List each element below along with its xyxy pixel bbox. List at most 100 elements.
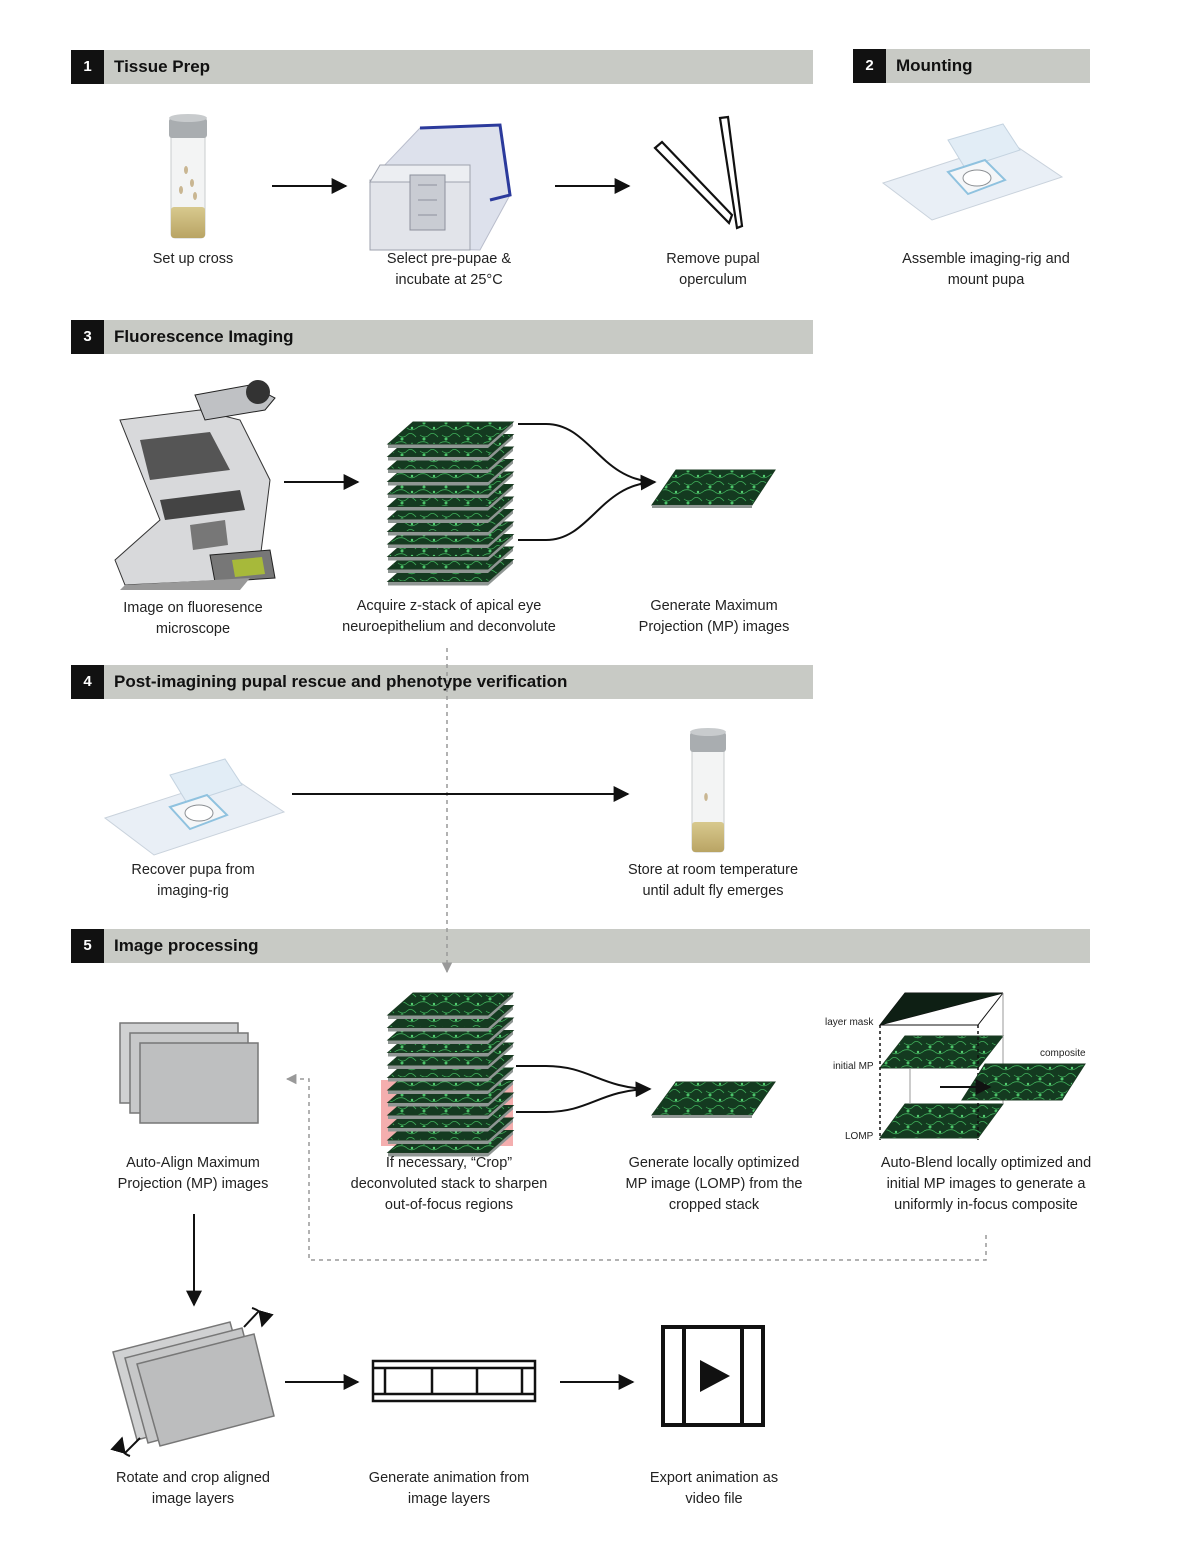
section-number: 3	[71, 320, 104, 354]
caption-line: initial MP images to generate a	[886, 1176, 1086, 1192]
section-title: Post-imagining pupal rescue and phenotyp…	[114, 672, 568, 691]
microscope-icon	[114, 380, 276, 590]
dashed-feedback-arrow	[285, 1073, 987, 1261]
caption-line: If necessary, “Crop”	[385, 1155, 513, 1171]
caption-line: cropped stack	[668, 1197, 760, 1213]
label-composite: composite	[1040, 1048, 1086, 1059]
stack-layer-edge	[388, 484, 513, 511]
caption-generate-lomp: Generate locally optimized MP image (LOM…	[584, 1153, 844, 1216]
stack-layer-edge	[388, 1030, 513, 1057]
merge-arrow	[516, 1065, 651, 1090]
merge-arrow	[518, 474, 657, 541]
slide-rig-icon	[881, 123, 1064, 221]
caption-line: microscope	[155, 621, 231, 637]
stack-layer-edge	[388, 1018, 513, 1044]
label-lomp: LOMP	[845, 1131, 874, 1142]
fly-vial-icon	[690, 728, 726, 853]
caption-line: uniformly in-focus composite	[894, 1197, 1078, 1213]
caption-line: Projection (MP) images	[638, 619, 790, 635]
incubator-icon	[369, 123, 512, 251]
caption-export-animation: Export animation as video file	[584, 1468, 844, 1510]
caption-line: video file	[685, 1491, 743, 1507]
caption-line: Store at room temperature	[627, 862, 799, 878]
rotate-icon	[110, 1307, 274, 1457]
caption-select-prepupae: Select pre-pupae & incubate at 25°C	[319, 249, 579, 291]
section-title: Image processing	[114, 936, 259, 955]
stack-layer-edge	[388, 1080, 513, 1107]
stack-layer-edge	[388, 1043, 513, 1069]
section-title: Tissue Prep	[114, 57, 211, 76]
section-header-post-imaging-rescue: 4 Post-imagining pupal rescue and phenot…	[71, 665, 813, 699]
caption-line: Export animation as	[649, 1470, 779, 1486]
caption-line: Recover pupa from	[131, 862, 255, 878]
stack-layer-edge	[388, 1068, 513, 1094]
caption-line: deconvoluted stack to sharpen	[350, 1176, 548, 1192]
caption-rotate-crop: Rotate and crop aligned image layers	[63, 1468, 323, 1510]
stack-layer-edge	[388, 1093, 513, 1119]
caption-line: out-of-focus regions	[384, 1197, 514, 1213]
stack-layer	[386, 421, 515, 445]
caption-assemble-rig: Assemble imaging-rig and mount pupa	[856, 249, 1116, 291]
caption-line: Rotate and crop aligned	[116, 1470, 270, 1486]
stack-layer	[386, 992, 515, 1016]
stack-layer-edge	[388, 497, 513, 523]
caption-line: mount pupa	[947, 272, 1025, 288]
caption-line: Auto-Blend locally optimized and	[880, 1155, 1092, 1171]
label-initial-mp: initial MP	[833, 1061, 874, 1072]
caption-acquire-zstack: Acquire z-stack of apical eye neuroepith…	[319, 596, 579, 638]
caption-line: Projection (MP) images	[117, 1176, 269, 1192]
caption-remove-operculum: Remove pupal operculum	[583, 249, 843, 291]
section-number: 5	[71, 929, 104, 963]
caption-line: incubate at 25°C	[395, 272, 503, 288]
caption-image-microscope: Image on fluoresence microscope	[63, 598, 323, 640]
caption-line: image layers	[151, 1491, 235, 1507]
z-stack-icon	[386, 421, 515, 586]
stack-layer-edge	[388, 522, 513, 548]
stack-layer-edge	[388, 534, 513, 561]
film-strip-icon	[371, 1359, 537, 1403]
merge-arrow	[516, 1081, 652, 1113]
caption-line: Select pre-pupae &	[386, 251, 512, 267]
caption-line: operculum	[679, 272, 747, 288]
caption-set-up-cross: Set up cross	[63, 249, 323, 270]
section-number: 4	[71, 665, 104, 699]
caption-line: MP image (LOMP) from the	[625, 1176, 803, 1192]
caption-recover-pupa: Recover pupa from imaging-rig	[63, 860, 323, 902]
section-header-fluorescence-imaging: 3 Fluorescence Imaging	[71, 320, 813, 354]
rotate-layers-icon	[112, 1321, 275, 1447]
z-stack-icon	[386, 992, 515, 1157]
caption-line: imaging-rig	[157, 883, 229, 899]
mp-image-icon	[651, 1081, 776, 1118]
section-number: 2	[853, 49, 886, 83]
section-header-tissue-prep: 1 Tissue Prep	[71, 50, 813, 84]
stack-layer-edge	[388, 1118, 513, 1144]
stack-layer-edge	[388, 993, 513, 1019]
caption-line: Generate locally optimized	[628, 1155, 800, 1171]
caption-auto-blend: Auto-Blend locally optimized and initial…	[856, 1153, 1116, 1216]
caption-store-room-temp: Store at room temperature until adult fl…	[583, 860, 843, 902]
caption-line: Image on fluoresence	[123, 600, 263, 616]
fly-vial-icon	[169, 114, 207, 239]
caption-line: Acquire z-stack of apical eye	[356, 598, 542, 614]
stack-layer-edge	[388, 1055, 513, 1082]
caption-crop-stack: If necessary, “Crop” deconvoluted stack …	[319, 1153, 579, 1216]
caption-line: Set up cross	[152, 251, 234, 267]
stack-layer-edge	[388, 1105, 513, 1132]
caption-line: Generate Maximum	[650, 598, 778, 614]
caption-line: Assemble imaging-rig and	[902, 251, 1070, 267]
stack-layer-edge	[388, 434, 513, 461]
section-title: Fluorescence Imaging	[114, 327, 294, 346]
stack-layer-edge	[388, 1005, 513, 1032]
align-layers-icon	[119, 1022, 259, 1124]
caption-line: Remove pupal	[666, 251, 760, 267]
stack-layer-edge	[388, 1130, 513, 1157]
caption-line: image layers	[407, 1491, 491, 1507]
stack-layer-edge	[388, 447, 513, 473]
section-header-image-processing: 5 Image processing	[71, 929, 1090, 963]
blend-icon	[878, 992, 1086, 1140]
forceps-icon	[653, 115, 744, 230]
caption-line: Generate animation from	[368, 1470, 530, 1486]
caption-line: until adult fly emerges	[642, 883, 784, 899]
mp-image-icon	[651, 469, 776, 508]
